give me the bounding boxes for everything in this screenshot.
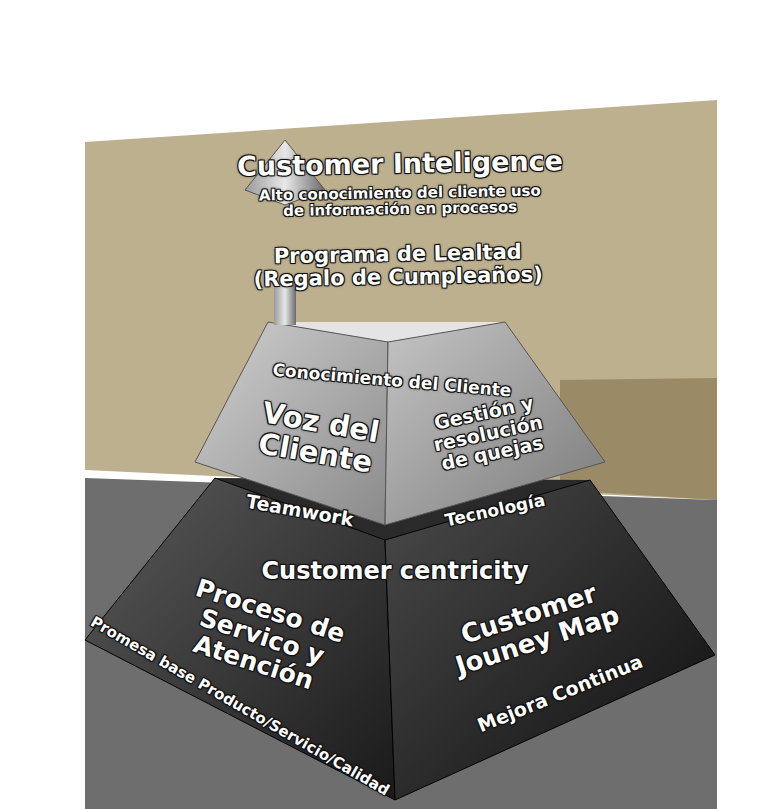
pyramid-tier: TeamworkTecnologíaCustomer centricityPro… (85, 478, 715, 803)
tip-stem (274, 285, 296, 325)
middle-right-face (385, 322, 605, 525)
tier-text: Programa de Lealtad (Regalo de Cumpleaño… (238, 241, 559, 292)
tier-text: Customer centricity (205, 559, 585, 585)
tier-text: Conocimiento del Cliente (247, 358, 537, 402)
grey-band (85, 478, 717, 809)
pyramid-tier: Conocimiento del ClienteVoz del Cliente G… (195, 330, 605, 490)
tier-text: Teamwork (224, 487, 375, 533)
bottom-right-face (385, 480, 715, 800)
pyramid-tier: Customer InteligenceAlto conocimiento de… (200, 145, 600, 305)
tier-text: Voz del Cliente (244, 395, 393, 481)
tier-text: Alto conocimiento del cliente uso de inf… (250, 182, 551, 220)
tier-text: Customer Inteligence (220, 146, 580, 181)
tier-text: Tecnología (420, 485, 571, 534)
tier-text: Gestión y resolución de quejas (418, 389, 558, 476)
